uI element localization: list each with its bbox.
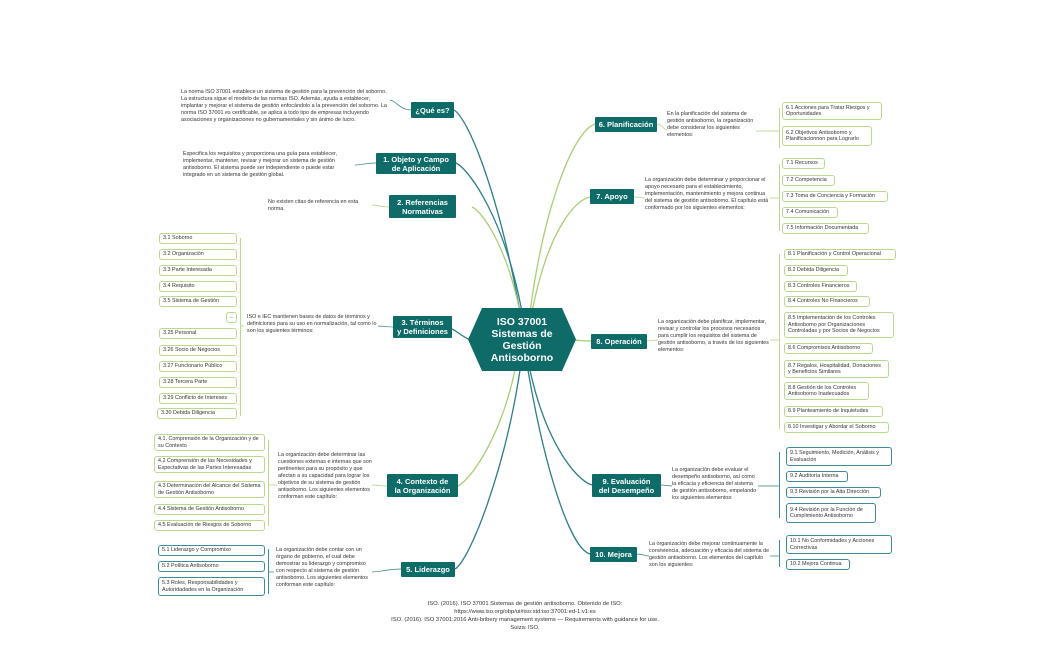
leaf-7-4[interactable]: 7.4 Comunicación (782, 207, 838, 218)
leaf-8-6[interactable]: 8.6 Compromisos Antisoborno (784, 343, 873, 354)
reference-line-2: ISO. (2016). ISO 37001:2016 Anti-bribery… (391, 617, 659, 631)
leaf-term-3-25[interactable]: 3.25 Personal (159, 328, 237, 339)
leaf-term-3-5[interactable]: 3.5 Sistema de Gestión (159, 296, 237, 307)
leaf-8-2[interactable]: 8.2 Debida Diligencia (784, 265, 848, 276)
leaf-term-3-29[interactable]: 3.29 Conflicto de Intereses (159, 393, 237, 404)
operacion-description: La organización debe planificar, impleme… (658, 319, 769, 353)
apoyo-description: La organización debe determinar y propor… (645, 177, 769, 211)
topic-contexto-organizacion[interactable]: 4. Contexto de la Organización (387, 474, 458, 497)
leaf-9-2[interactable]: 9.2 Auditoría Interna (786, 471, 848, 482)
liderazgo-description: La organización debe contar con un órgan… (276, 547, 368, 588)
evaluacion-bracket (779, 452, 780, 518)
topic-liderazgo[interactable]: 5. Liderazgo (401, 562, 455, 577)
leaf-5-1[interactable]: 5.1 Liderazgo y Compromiso (158, 545, 265, 556)
leaf-term-3-27[interactable]: 3.27 Funcionario Público (159, 361, 237, 372)
leaf-term-3-26[interactable]: 3.26 Socio de Negocios (159, 345, 237, 356)
central-topic-title: ISO 37001 Sistemas de Gestión Antisoborn… (490, 315, 554, 364)
leaf-10-1[interactable]: 10.1 No Conformidades y Acciones Correct… (786, 535, 892, 554)
leaf-4-5[interactable]: 4.5 Evaluación de Riesgos de Soborno (154, 520, 265, 531)
leaf-7-2[interactable]: 7.2 Competencia (782, 175, 835, 186)
apoyo-bracket (779, 164, 780, 231)
leaf-6-1[interactable]: 6.1 Acciones para Tratar Riesgos y Oport… (782, 102, 882, 120)
mejora-bracket (779, 540, 780, 567)
leaf-term-3-2[interactable]: 3.2 Organización (159, 249, 237, 260)
leaf-9-4[interactable]: 9.4 Revisión por la Función de Cumplimie… (786, 503, 876, 523)
leaf-term-ellipsis[interactable]: ... (226, 312, 237, 323)
leaf-4-1[interactable]: 4.1. Comprensión de la Organización y de… (154, 434, 265, 451)
leaf-9-1[interactable]: 9.1 Seguimiento, Medición, Análisis y Ev… (786, 447, 892, 466)
terminos-description: ISO e IEC mantienen bases de datos de té… (247, 314, 377, 334)
topic-planificacion[interactable]: 6. Planificación (595, 117, 657, 132)
leaf-4-3[interactable]: 4.3 Determinación del Alcance del Sistem… (154, 481, 265, 498)
reference-line-1: ISO. (2016). ISO 37001 Sistemas de gesti… (427, 601, 623, 615)
leaf-8-5[interactable]: 8.5 Implementación de los Controles Anti… (784, 312, 894, 338)
topic-operacion[interactable]: 8. Operación (591, 334, 647, 349)
terminos-bracket (240, 238, 241, 416)
leaf-10-2[interactable]: 10.2 Mejora Continua (786, 559, 850, 570)
central-hexagon-shape (468, 308, 576, 371)
topic-referencias-normativas[interactable]: 2. Referencias Normativas (389, 195, 456, 218)
leaf-9-3[interactable]: 9.3 Revisión por la Alta Dirección (786, 487, 881, 498)
leaf-term-3-3[interactable]: 3.3 Parte Interesada (159, 265, 237, 276)
leaf-8-3[interactable]: 8.3 Controles Financieros (784, 281, 857, 292)
liderazgo-bracket (268, 549, 269, 594)
topic-mejora[interactable]: 10. Mejora (590, 547, 637, 562)
reference-block: ISO. (2016). ISO 37001 Sistemas de gesti… (390, 600, 660, 632)
leaf-8-9[interactable]: 8.9 Planteamiento de Inquietudes (784, 406, 883, 417)
leaf-5-2[interactable]: 5.2 Política Antisoborno (158, 561, 265, 572)
leaf-term-3-1[interactable]: 3.1 Soborno (159, 233, 237, 244)
leaf-6-2[interactable]: 6.2 Objetivos Antisoborno y Planificacio… (782, 126, 872, 146)
que-es-description: La norma ISO 37001 establece un sistema … (181, 89, 387, 123)
planificacion-bracket (779, 108, 780, 148)
topic-evaluacion-desempeno[interactable]: 9. Evaluación del Desempeño (592, 474, 661, 497)
central-topic: ISO 37001 Sistemas de Gestión Antisoborn… (468, 308, 576, 371)
leaf-8-8[interactable]: 8.8 Gestión de los Controles Antisoborno… (784, 382, 869, 400)
leaf-term-3-4[interactable]: 3.4 Requisito (159, 281, 237, 292)
operacion-bracket (779, 254, 780, 429)
topic-objeto-campo[interactable]: 1. Objeto y Campo de Aplicación (376, 153, 456, 174)
topic-que-es[interactable]: ¿Qué es? (411, 102, 454, 118)
evaluacion-description: La organización debe evaluar el desempeñ… (672, 467, 757, 501)
leaf-8-10[interactable]: 8.10 Investigar y Abordar el Soborno (784, 422, 889, 433)
leaf-7-1[interactable]: 7.1 Recursos (782, 158, 825, 169)
leaf-4-4[interactable]: 4.4 Sistema de Gestión Antisoborno (154, 504, 265, 515)
leaf-4-2[interactable]: 4.2 Comprensión de las Necesidades y Exp… (154, 456, 265, 473)
leaf-7-3[interactable]: 7.3 Toma de Conciencia y Formación (782, 191, 888, 202)
leaf-8-4[interactable]: 8.4 Controles No Financieros (784, 296, 870, 307)
contexto-description: La organización debe determinar las cues… (278, 452, 372, 500)
leaf-5-3[interactable]: 5.3 Roles, Responsabilidades y Autoridad… (158, 577, 265, 596)
referencias-description: No existen citas de referencia en esta n… (268, 199, 359, 212)
leaf-term-3-28[interactable]: 3.28 Tercera Parte (159, 377, 237, 388)
contexto-bracket (268, 440, 269, 526)
planificacion-description: En la planificación del sistema de gesti… (667, 111, 754, 138)
leaf-term-3-30[interactable]: 3.30 Debida Diligencia (157, 408, 237, 419)
leaf-8-1[interactable]: 8.1 Planificación y Control Operacional (784, 249, 896, 260)
mejora-description: La organización debe mejorar continuamen… (649, 541, 770, 568)
leaf-7-5[interactable]: 7.5 Información Documentada (782, 223, 869, 234)
topic-terminos-definiciones[interactable]: 3. Términos y Definiciones (393, 316, 452, 338)
topic-apoyo[interactable]: 7. Apoyo (590, 189, 634, 204)
objeto-description: Especifica los requisitos y proporciona … (183, 151, 338, 178)
leaf-8-7[interactable]: 8.7 Regalos, Hospitalidad, Donaciones y … (784, 360, 889, 378)
